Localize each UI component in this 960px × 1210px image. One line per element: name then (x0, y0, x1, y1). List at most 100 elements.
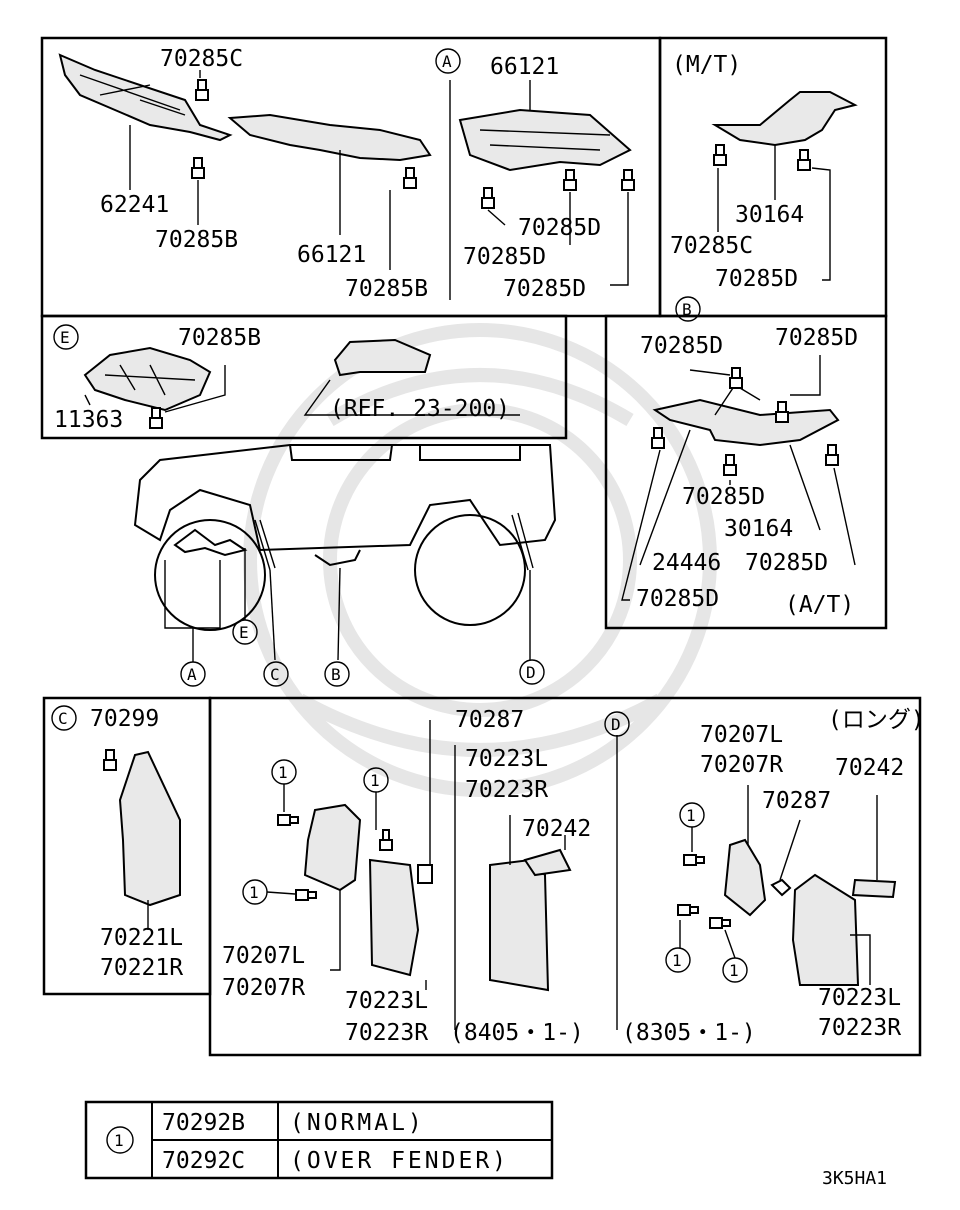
label-70285d: 70285D (682, 484, 765, 510)
callout-1-marker: 1 (672, 951, 682, 970)
legend-note-over-fender: (OVER FENDER) (290, 1148, 509, 1174)
bolt-icon (379, 829, 393, 851)
nut-70287 (770, 878, 792, 897)
bracket-70207 (303, 803, 362, 892)
label-66121: 66121 (297, 242, 366, 268)
bolt-icon (277, 814, 299, 826)
bolt-icon (621, 169, 635, 191)
label-70223r: 70223R (465, 777, 548, 803)
bolt-icon (683, 854, 705, 866)
ref-part-23-200 (333, 338, 432, 377)
callout-c-marker: C (270, 665, 280, 684)
mudguard-70223-long (791, 873, 860, 986)
bolt-icon (729, 367, 743, 389)
bolt-icon (677, 904, 699, 916)
label-70242: 70242 (522, 816, 591, 842)
crossmember-30164-at (652, 398, 840, 447)
long-note: (ロング) (828, 707, 925, 733)
label-70207l: 70207L (222, 943, 305, 969)
label-70285c: 70285C (670, 233, 753, 259)
section-c-panel: C 70299 70221L 70221R (42, 696, 212, 996)
label-70242: 70242 (835, 755, 904, 781)
label-70207l: 70207L (700, 722, 783, 748)
bolt-icon (403, 167, 417, 189)
callout-1-marker: 1 (370, 771, 380, 790)
callout-b-marker: B (682, 300, 692, 319)
serial-8405: (8405・1-) (450, 1020, 584, 1046)
legend-part-70292c: 70292C (162, 1148, 245, 1174)
mudguard-70223-a (368, 858, 420, 977)
label-70223r: 70223R (818, 1015, 901, 1041)
bolt-icon (195, 79, 209, 101)
clip-70287 (417, 864, 433, 884)
label-11363: 11363 (54, 407, 123, 433)
at-title: (A/T) (785, 592, 854, 618)
label-66121: 66121 (490, 54, 559, 80)
watermark (243, 323, 717, 797)
label-70223l: 70223L (345, 988, 428, 1014)
bolt-icon (191, 157, 205, 179)
bolt-icon (651, 427, 665, 449)
section-a-panel: A 70285C 66121 62241 70285B 66121 70285B… (40, 36, 662, 318)
label-30164: 30164 (724, 516, 793, 542)
section-b-panel: B 70285D 70285D 70285D 30164 24446 70285… (604, 296, 888, 630)
label-70223r: 70223R (345, 1020, 428, 1046)
bolt-icon (295, 889, 317, 901)
label-70287: 70287 (762, 788, 831, 814)
mt-title: (M/T) (672, 52, 741, 78)
label-70221l: 70221L (100, 925, 183, 951)
callout-1-marker: 1 (278, 763, 288, 782)
legend-note-normal: (NORMAL) (290, 1110, 425, 1136)
mudguard-70221 (118, 750, 181, 907)
bolt-icon (713, 144, 727, 166)
callout-1-marker: 1 (686, 806, 696, 825)
undercover-66121-right (458, 108, 632, 172)
section-mt-panel: (M/T) 30164 70285C 70285D (658, 36, 888, 318)
label-62241: 62241 (100, 192, 169, 218)
label-70223l: 70223L (465, 746, 548, 772)
callout-a-marker: A (442, 52, 452, 71)
bolt-icon (709, 917, 731, 929)
callout-c-marker: C (58, 709, 68, 728)
bolt-icon (797, 149, 811, 171)
legend-table: 1 70292B 70292C (NORMAL) (OVER FENDER) (84, 1100, 554, 1180)
callout-d-marker: D (526, 663, 536, 682)
diagram-code: 3K5HA1 (822, 1168, 887, 1189)
label-70299: 70299 (90, 706, 159, 732)
label-24446: 24446 (652, 550, 721, 576)
bolt-icon (103, 749, 117, 771)
label-70285d: 70285D (463, 244, 546, 270)
label-70285b: 70285B (178, 325, 261, 351)
callout-e-marker: E (60, 328, 70, 347)
vehicle-outline: A E C B D (133, 444, 557, 687)
label-70221r: 70221R (100, 955, 183, 981)
bolt-icon (723, 454, 737, 476)
undercover-marker (173, 528, 248, 557)
bolt-icon (775, 401, 789, 423)
label-70285d: 70285D (715, 266, 798, 292)
label-70285b: 70285B (155, 227, 238, 253)
label-70285d: 70285D (636, 586, 719, 612)
callout-1-marker: 1 (729, 961, 739, 980)
mudguard-70223-b (489, 858, 550, 992)
label-30164: 30164 (735, 202, 804, 228)
bolt-icon (481, 187, 495, 209)
label-70285c: 70285C (160, 46, 243, 72)
label-70287: 70287 (455, 707, 524, 733)
label-70285d: 70285D (503, 276, 586, 302)
label-70285d: 70285D (775, 325, 858, 351)
bracket-70242-long (851, 878, 897, 899)
legend-part-70292b: 70292B (162, 1110, 245, 1136)
bracket-70242 (523, 848, 572, 877)
label-70207r: 70207R (222, 975, 305, 1001)
bracket-70207-long (723, 838, 767, 917)
label-70207r: 70207R (700, 752, 783, 778)
callout-1-marker: 1 (249, 883, 259, 902)
callout-d-marker: D (611, 715, 621, 734)
bolt-icon (825, 444, 839, 466)
callout-b-marker: B (331, 665, 341, 684)
undercover-66121-left (227, 113, 432, 162)
bolt-icon (563, 169, 577, 191)
legend-callout-1: 1 (114, 1131, 124, 1150)
